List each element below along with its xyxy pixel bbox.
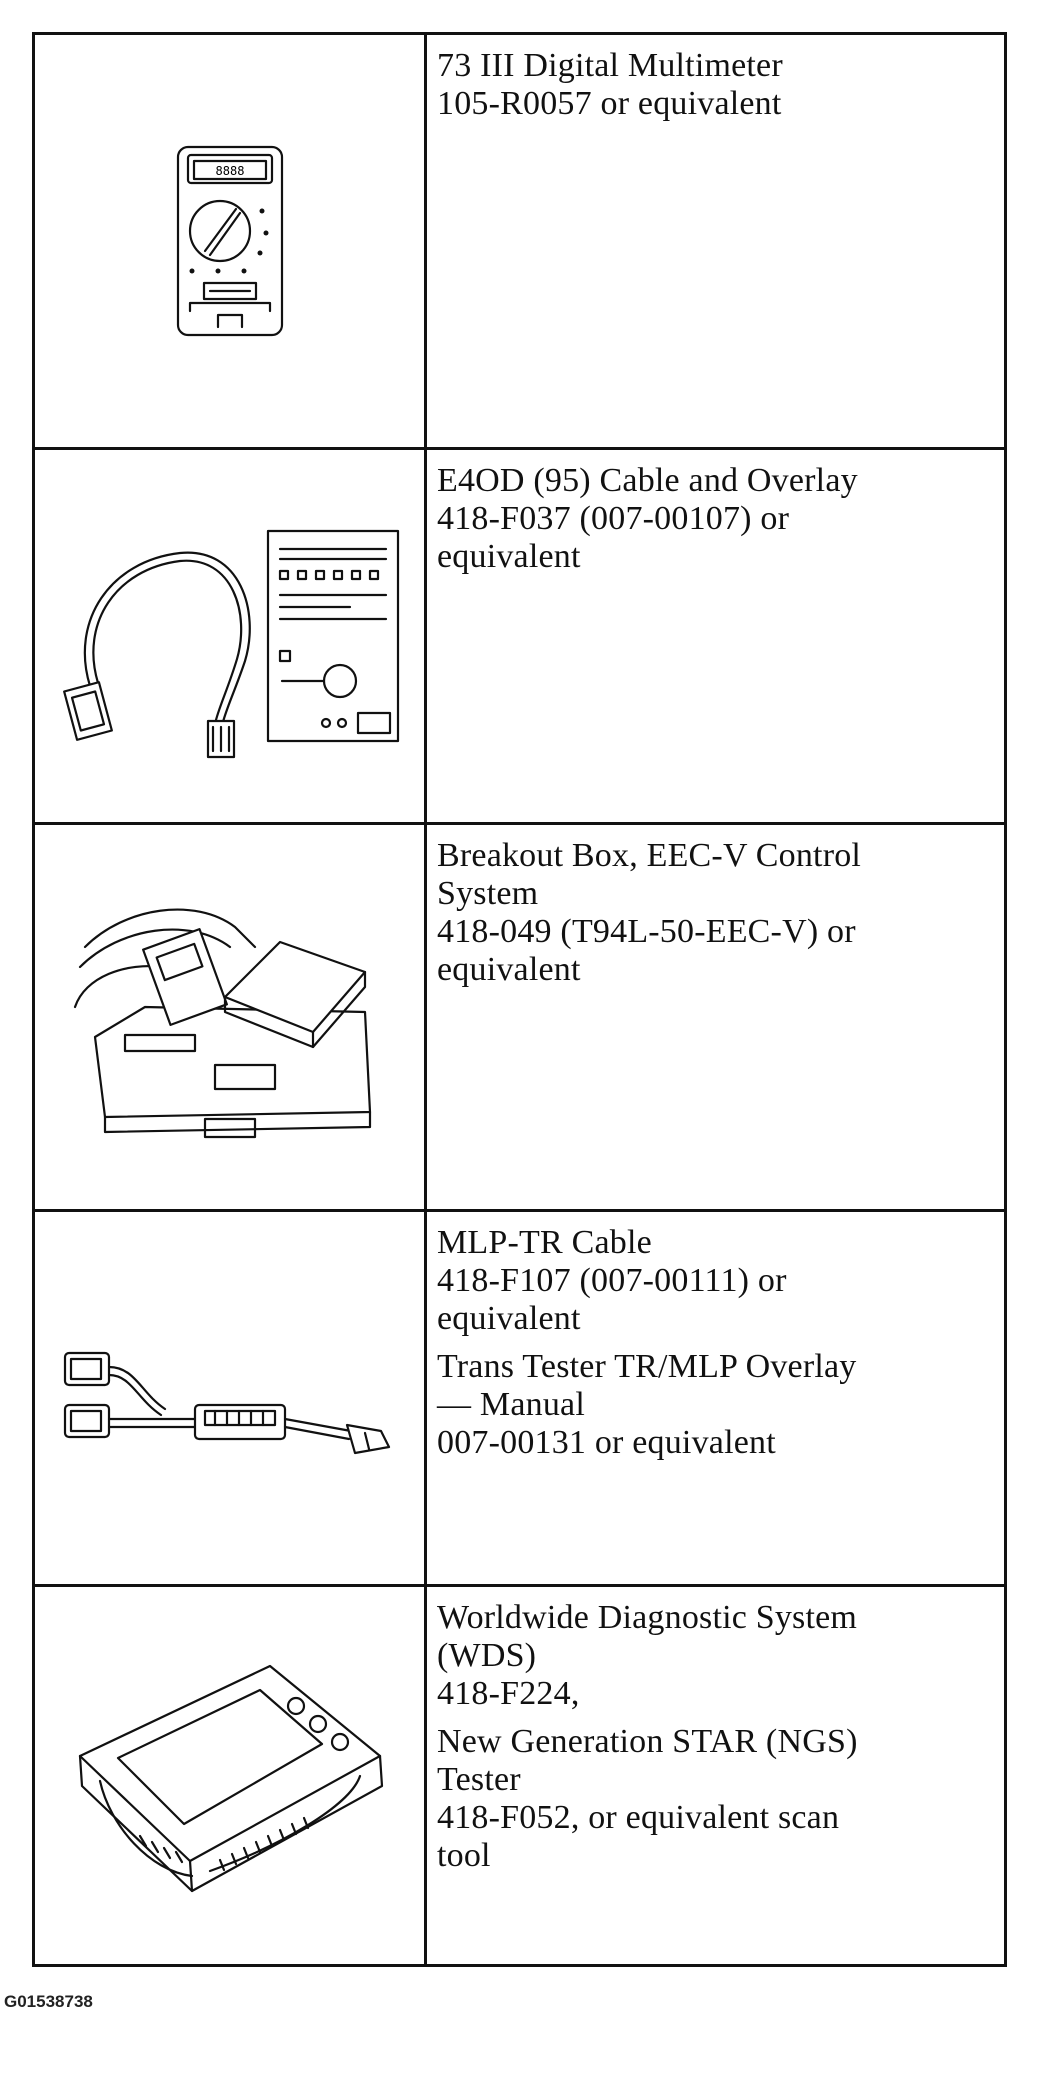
tool-text-line: Trans Tester TR/MLP Overlay [437, 1348, 857, 1385]
tool-text-line: System [437, 875, 539, 912]
tool-row-multimeter: 8888 73 III Digital Multimeter 105-R0057… [35, 35, 1004, 450]
tool-description-cable-overlay: E4OD (95) Cable and Overlay 418-F037 (00… [437, 462, 986, 576]
special-tools-table: 8888 73 III Digital Multimeter 105-R0057… [32, 32, 1007, 1967]
tool-description-scan-tool: Worldwide Diagnostic System (WDS) 418-F2… [437, 1599, 986, 1875]
tool-text-line: 418-F107 (007-00111) or [437, 1262, 787, 1299]
tool-text-line: (WDS) [437, 1637, 537, 1674]
tool-description-mlp-tr-cable: MLP-TR Cable 418-F107 (007-00111) or equ… [437, 1224, 986, 1462]
svg-text:8888: 8888 [215, 164, 244, 178]
digital-multimeter-illustration: 8888 [35, 35, 424, 447]
tool-row-breakout-box: Breakout Box, EEC-V Control System 418-0… [35, 825, 1004, 1212]
tool-text-line: MLP-TR Cable [437, 1224, 652, 1261]
tool-text-line: 418-F052, or equivalent scan [437, 1799, 840, 1836]
mlp-tr-cable-icon [63, 1351, 390, 1455]
mlp-tr-cable-illustration [35, 1212, 424, 1584]
tool-row-mlp-tr-cable: MLP-TR Cable 418-F107 (007-00111) or equ… [35, 1212, 1004, 1587]
tool-text-line: E4OD (95) Cable and Overlay [437, 462, 858, 499]
tool-text-line: 418-F037 (007-00107) or [437, 500, 790, 537]
tool-text-line: equivalent [437, 538, 581, 575]
breakout-box-illustration [35, 825, 424, 1209]
column-divider [424, 35, 427, 1964]
tool-text-line: 105-R0057 or equivalent [437, 85, 782, 122]
tool-row-scan-tool: Worldwide Diagnostic System (WDS) 418-F2… [35, 1587, 1004, 1964]
figure-id: G01538738 [4, 1992, 93, 2011]
tool-text-line: — Manual [437, 1386, 585, 1423]
tool-text-line: 73 III Digital Multimeter [437, 47, 783, 84]
tool-text-line: 007-00131 or equivalent [437, 1424, 776, 1461]
tool-text-line: Worldwide Diagnostic System [437, 1599, 858, 1636]
tool-text-line: Tester [437, 1761, 521, 1798]
tool-row-cable-overlay: E4OD (95) Cable and Overlay 418-F037 (00… [35, 450, 1004, 825]
cable-and-overlay-illustration [35, 450, 424, 822]
tool-description-breakout-box: Breakout Box, EEC-V Control System 418-0… [437, 837, 986, 989]
cable-overlay-icon [62, 529, 399, 759]
tool-text-line: equivalent [437, 951, 581, 988]
tool-text-line: 418-F224, [437, 1675, 580, 1712]
multimeter-icon: 8888 [176, 145, 283, 337]
tool-text-line: tool [437, 1837, 491, 1874]
breakout-box-icon [73, 908, 371, 1139]
tool-text-line: 418-049 (T94L-50-EEC-V) or [437, 913, 856, 950]
tool-text-line: Breakout Box, EEC-V Control [437, 837, 862, 874]
tool-text-line: equivalent [437, 1300, 581, 1337]
scan-tool-illustration [35, 1587, 424, 1964]
scan-tool-icon [78, 1664, 383, 1892]
tool-description-multimeter: 73 III Digital Multimeter 105-R0057 or e… [437, 47, 986, 123]
tool-text-line: New Generation STAR (NGS) [437, 1723, 858, 1760]
